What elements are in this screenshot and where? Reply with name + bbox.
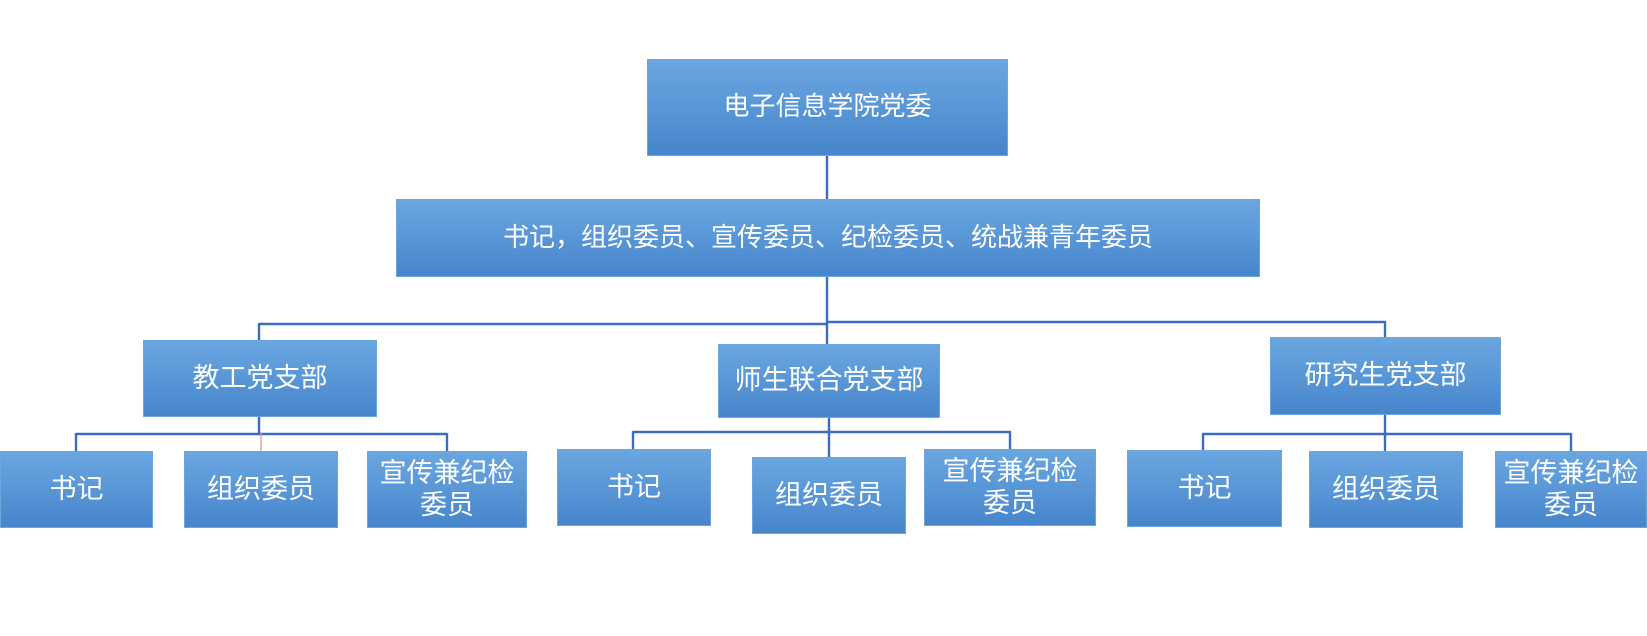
node-b1-secretary: 书记 <box>0 451 153 528</box>
node-b2-secretary: 书记 <box>557 449 711 526</box>
node-branch-joint: 师生联合党支部 <box>718 344 940 418</box>
node-root-party-committee: 电子信息学院党委 <box>647 59 1008 156</box>
node-b2-propaganda-discipline: 宣传兼纪检 委员 <box>924 449 1096 526</box>
node-b1-organization: 组织委员 <box>184 451 338 528</box>
node-b1-propaganda-discipline: 宣传兼纪检 委员 <box>367 451 527 528</box>
node-committee-members: 书记，组织委员、宣传委员、纪检委员、统战兼青年委员 <box>396 199 1260 277</box>
node-b3-secretary: 书记 <box>1127 450 1282 527</box>
node-b2-organization: 组织委员 <box>752 457 906 534</box>
node-branch-graduate: 研究生党支部 <box>1270 337 1501 415</box>
node-b3-organization: 组织委员 <box>1309 451 1463 528</box>
node-branch-faculty: 教工党支部 <box>143 340 377 417</box>
node-b3-propaganda-discipline: 宣传兼纪检 委员 <box>1495 451 1647 528</box>
